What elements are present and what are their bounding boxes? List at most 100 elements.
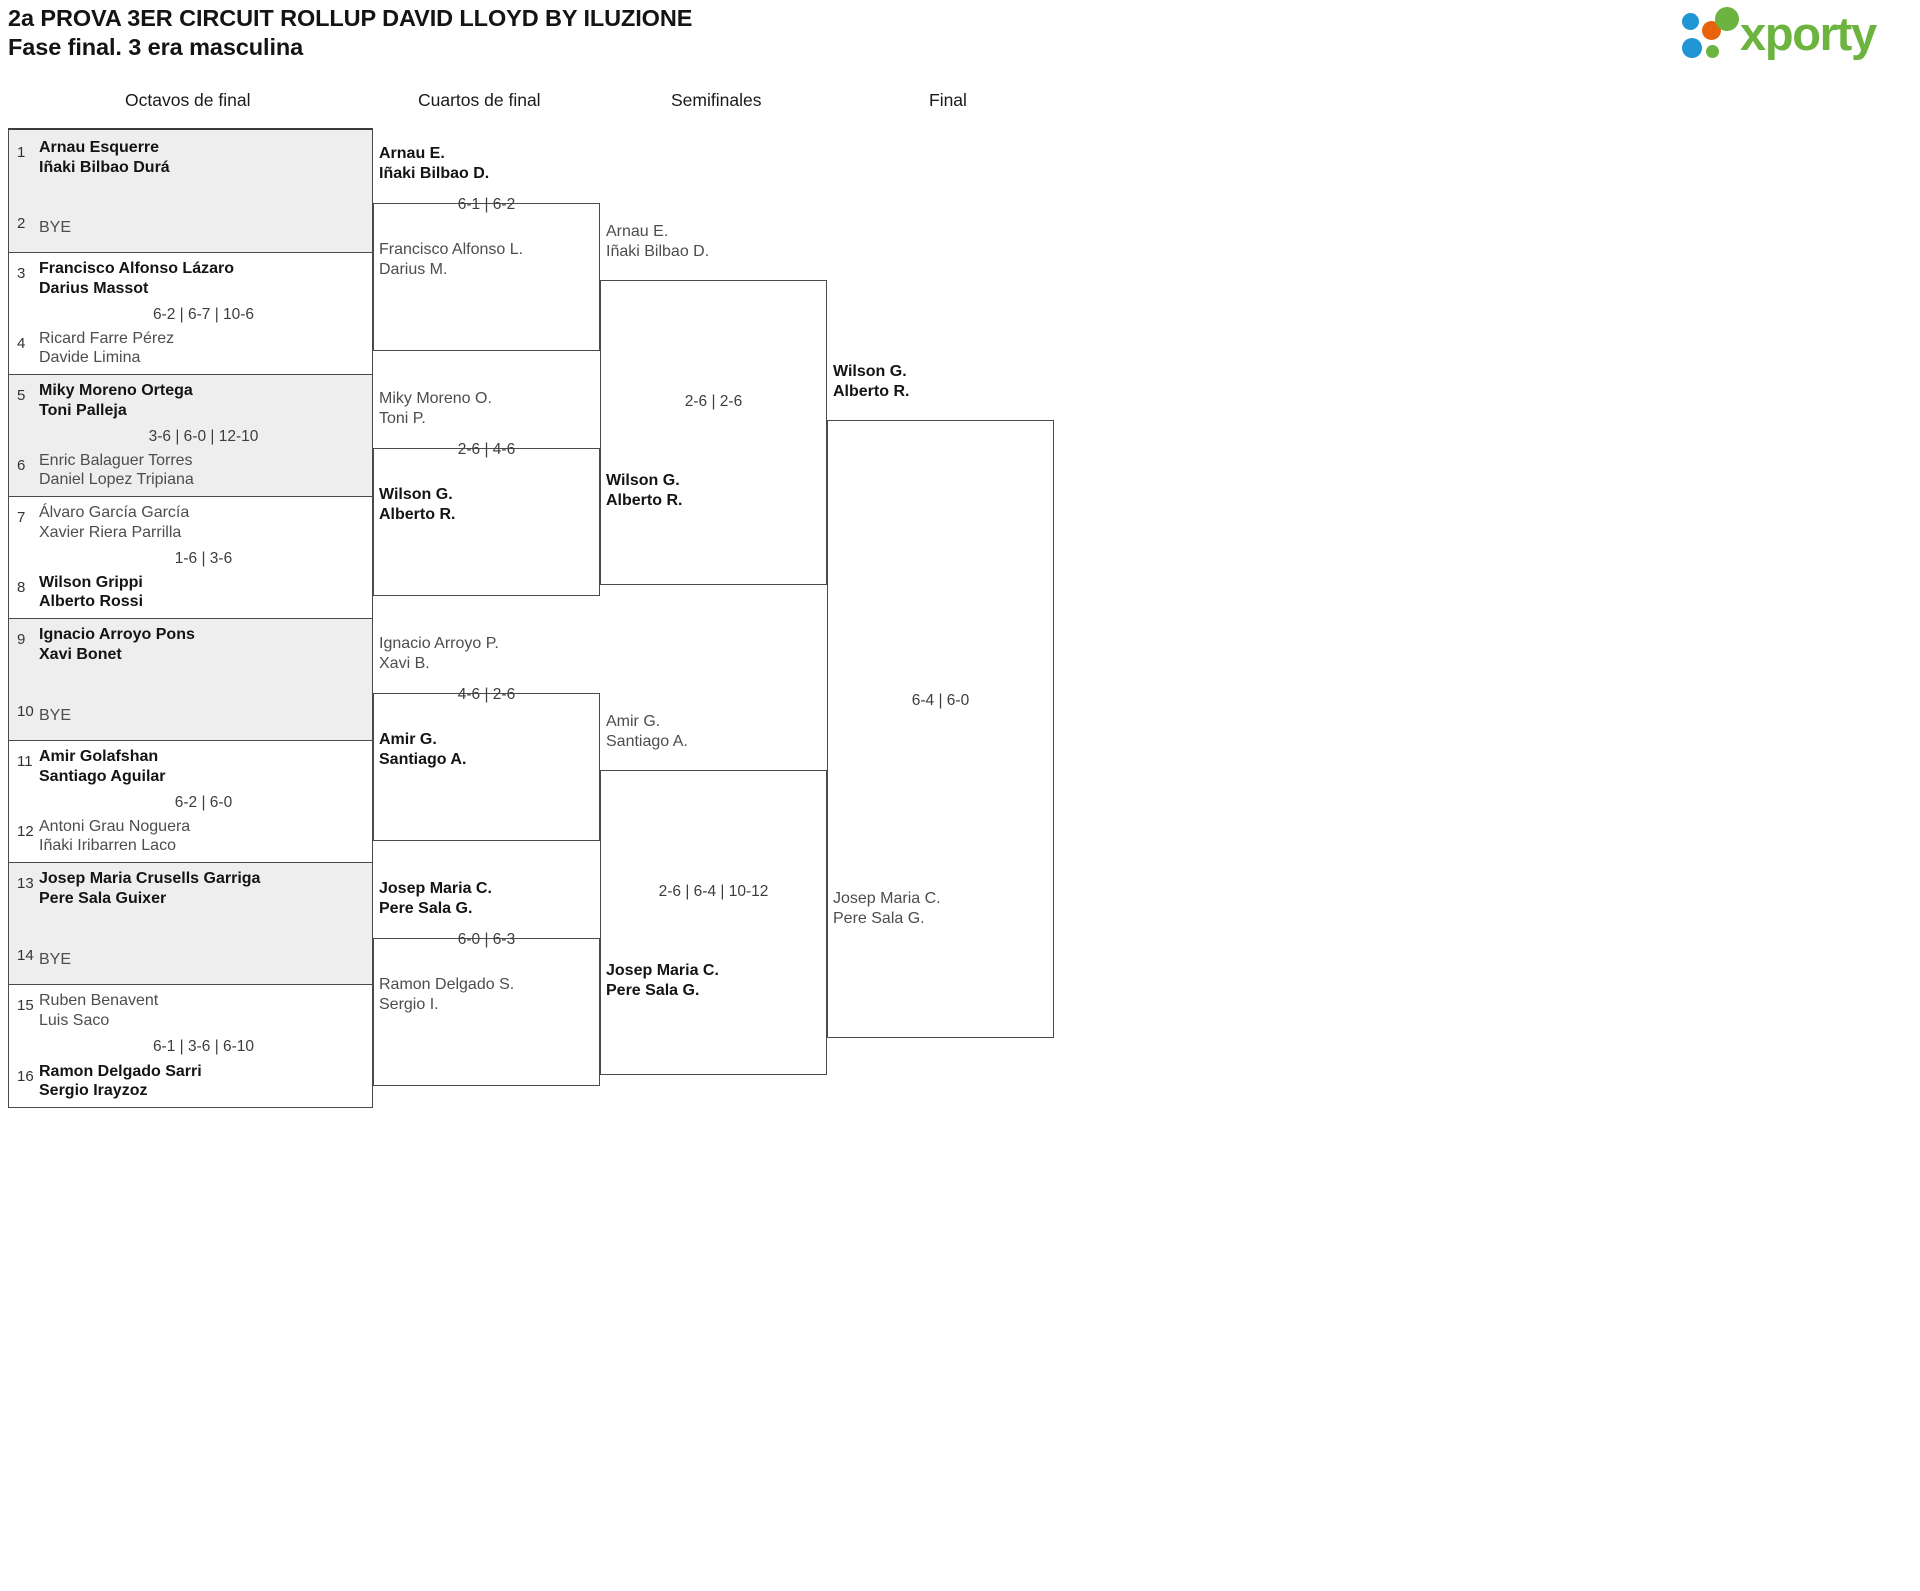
round-header-semifinales: Semifinales	[671, 90, 762, 110]
team-name: Josep Maria C. Pere Sala G.	[606, 962, 719, 999]
r1-match-5[interactable]: 9 Ignacio Arroyo Pons Xavi Bonet 10 BYE	[9, 619, 372, 741]
r1-slot-top[interactable]: 7 Álvaro García García Xavier Riera Parr…	[9, 503, 372, 542]
match-score: 4-6 | 2-6	[457, 686, 516, 703]
r1-slot-bottom[interactable]: 14 BYE	[9, 947, 372, 970]
team-name: Arnau E. Iñaki Bilbao D.	[606, 223, 710, 260]
r1-match-8[interactable]: 15 Ruben Benavent Luis Saco 6-1 | 3-6 | …	[9, 985, 372, 1107]
r1-slot-bottom[interactable]: 12 Antoni Grau Noguera Iñaki Iribarren L…	[9, 817, 372, 856]
round-header-octavos: Octavos de final	[125, 90, 251, 110]
team-name: BYE	[39, 951, 72, 969]
match-score: 2-6 | 6-4 | 10-12	[658, 883, 769, 900]
r1-slot-top[interactable]: 9 Ignacio Arroyo Pons Xavi Bonet	[9, 625, 372, 664]
seed-number: 11	[17, 753, 33, 770]
team-name: Ramon Delgado S. Sergio I.	[379, 976, 515, 1013]
team-name: Amir G. Santiago A.	[379, 731, 467, 768]
seed-number: 8	[17, 578, 26, 596]
r1-match-7[interactable]: 13 Josep Maria Crusells Garriga Pere Sal…	[9, 863, 372, 985]
team-name: Álvaro García García Xavier Riera Parril…	[39, 504, 190, 541]
team-name: Wilson Grippi Alberto Rossi	[39, 573, 144, 611]
match-score: 6-1 | 3-6 | 6-10	[152, 1038, 255, 1055]
team-name: Wilson G. Alberto R.	[379, 486, 456, 523]
tournament-title: 2a PROVA 3ER CIRCUIT ROLLUP DAVID LLOYD …	[8, 5, 693, 31]
match-score: 6-1 | 6-2	[457, 196, 516, 213]
team-name: BYE	[39, 219, 72, 237]
r1-slot-bottom[interactable]: 10 BYE	[9, 703, 372, 726]
r1-slot-bottom[interactable]: 6 Enric Balaguer Torres Daniel Lopez Tri…	[9, 451, 372, 490]
match-score: 2-6 | 4-6	[457, 441, 516, 458]
tournament-subtitle: Fase final. 3 era masculina	[8, 34, 304, 61]
team-name: Ricard Farre Pérez Davide Limina	[39, 329, 175, 367]
match-score: 1-6 | 3-6	[174, 550, 233, 567]
sf-box-1[interactable]: Arnau E. Iñaki Bilbao D. 2-6 | 2-6 Wilso…	[600, 223, 827, 585]
r1-match-1[interactable]: 1 Arnau Esquerre Iñaki Bilbao Durá 2 BYE	[9, 130, 372, 253]
qf-box-2[interactable]: Miky Moreno O. Toni P. 2-6 | 4-6 Wilson …	[373, 390, 600, 596]
team-name: Ignacio Arroyo Pons Xavi Bonet	[39, 626, 195, 663]
seed-number: 13	[17, 875, 34, 892]
seed-number: 2	[17, 215, 26, 233]
seed-number: 4	[17, 334, 26, 352]
round1-table: 1 Arnau Esquerre Iñaki Bilbao Durá 2 BYE…	[8, 128, 373, 1108]
final-box[interactable]: Wilson G. Alberto R. 6-4 | 6-0 Josep Mar…	[827, 363, 1054, 1038]
sf-box-2[interactable]: Amir G. Santiago A. 2-6 | 6-4 | 10-12 Jo…	[600, 713, 827, 1075]
team-name: Wilson G. Alberto R.	[833, 363, 910, 400]
seed-number: 7	[17, 509, 26, 526]
team-name: Antoni Grau Noguera Iñaki Iribarren Laco	[39, 817, 191, 855]
r1-match-3[interactable]: 5 Miky Moreno Ortega Toni Palleja 3-6 | …	[9, 375, 372, 497]
team-name: Francisco Alfonso Lázaro Darius Massot	[39, 260, 234, 297]
r1-slot-bottom[interactable]: 8 Wilson Grippi Alberto Rossi	[9, 573, 372, 612]
match-score: 6-4 | 6-0	[911, 692, 970, 709]
r1-slot-top[interactable]: 13 Josep Maria Crusells Garriga Pere Sal…	[9, 869, 372, 908]
seed-number: 16	[17, 1067, 34, 1085]
team-name: Wilson G. Alberto R.	[606, 472, 683, 509]
seed-number: 12	[17, 822, 34, 840]
match-score: 6-2 | 6-0	[174, 794, 233, 811]
xporty-logo[interactable]: xporty	[1682, 3, 1912, 65]
team-name: BYE	[39, 707, 72, 725]
seed-number: 10	[17, 703, 34, 721]
seed-number: 14	[17, 947, 34, 965]
qf-box-3[interactable]: Ignacio Arroyo P. Xavi B. 4-6 | 2-6 Amir…	[373, 635, 600, 841]
r1-match-4[interactable]: 7 Álvaro García García Xavier Riera Parr…	[9, 497, 372, 619]
qf-box-1[interactable]: Arnau E. Iñaki Bilbao D. 6-1 | 6-2 Franc…	[373, 145, 600, 351]
team-name: Josep Maria C. Pere Sala G.	[833, 890, 941, 927]
qf-box-4[interactable]: Josep Maria C. Pere Sala G. 6-0 | 6-3 Ra…	[373, 880, 600, 1086]
team-name: Arnau E. Iñaki Bilbao D.	[379, 145, 490, 182]
round-header-cuartos: Cuartos de final	[418, 90, 541, 110]
match-score: 6-0 | 6-3	[457, 931, 516, 948]
team-name: Amir Golafshan Santiago Aguilar	[39, 748, 166, 785]
r1-match-6[interactable]: 11 Amir Golafshan Santiago Aguilar 6-2 |…	[9, 741, 372, 863]
r1-match-2[interactable]: 3 Francisco Alfonso Lázaro Darius Massot…	[9, 253, 372, 375]
team-name: Josep Maria Crusells Garriga Pere Sala G…	[39, 870, 261, 907]
team-name: Ignacio Arroyo P. Xavi B.	[379, 635, 499, 672]
logo-dots-icon	[1682, 7, 1742, 61]
r1-slot-bottom[interactable]: 2 BYE	[9, 215, 372, 238]
r1-slot-bottom[interactable]: 16 Ramon Delgado Sarri Sergio Irayzoz	[9, 1062, 372, 1101]
team-name: Amir G. Santiago A.	[606, 713, 688, 750]
seed-number: 6	[17, 456, 26, 474]
seed-number: 9	[17, 631, 26, 648]
match-score: 6-2 | 6-7 | 10-6	[152, 306, 255, 323]
team-name: Francisco Alfonso L. Darius M.	[379, 241, 524, 278]
seed-number: 3	[17, 265, 26, 282]
r1-slot-top[interactable]: 3 Francisco Alfonso Lázaro Darius Massot	[9, 259, 372, 298]
seed-number: 5	[17, 387, 26, 404]
r1-slot-bottom[interactable]: 4 Ricard Farre Pérez Davide Limina	[9, 329, 372, 368]
seed-number: 15	[17, 997, 34, 1014]
team-name: Enric Balaguer Torres Daniel Lopez Tripi…	[39, 451, 194, 489]
r1-slot-top[interactable]: 5 Miky Moreno Ortega Toni Palleja	[9, 381, 372, 420]
match-score: 3-6 | 6-0 | 12-10	[148, 428, 259, 445]
team-name: Ruben Benavent Luis Saco	[39, 992, 159, 1029]
match-score: 2-6 | 2-6	[684, 393, 743, 410]
r1-slot-top[interactable]: 15 Ruben Benavent Luis Saco	[9, 991, 372, 1030]
page-header: 2a PROVA 3ER CIRCUIT ROLLUP DAVID LLOYD …	[0, 0, 1920, 72]
seed-number: 1	[17, 144, 26, 161]
r1-slot-top[interactable]: 11 Amir Golafshan Santiago Aguilar	[9, 747, 372, 786]
r1-slot-top[interactable]: 1 Arnau Esquerre Iñaki Bilbao Durá	[9, 138, 372, 177]
team-name: Miky Moreno Ortega Toni Palleja	[39, 382, 193, 419]
round-header-final: Final	[929, 90, 967, 110]
team-name: Miky Moreno O. Toni P.	[379, 390, 492, 427]
team-name: Josep Maria C. Pere Sala G.	[379, 880, 492, 917]
logo-wordmark: xporty	[1740, 7, 1877, 60]
title-block: 2a PROVA 3ER CIRCUIT ROLLUP DAVID LLOYD …	[8, 4, 692, 62]
team-name: Ramon Delgado Sarri Sergio Irayzoz	[39, 1062, 202, 1100]
